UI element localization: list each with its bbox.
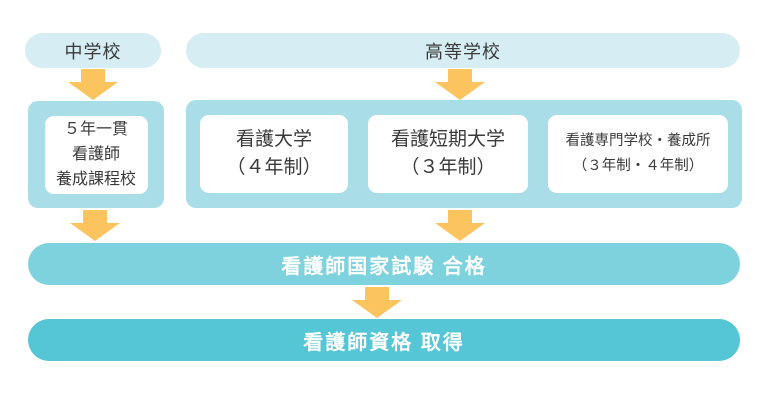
down-arrow-exam-to-license: [352, 287, 402, 318]
down-arrow-high-school-to-schools: [435, 69, 485, 100]
five-year-track-container: ５年一貫 看護師 養成課程校: [28, 101, 164, 208]
five-year-school-box: ５年一貫 看護師 養成課程校: [44, 115, 148, 194]
nursing-junior-college-line-1: 看護短期大学: [390, 129, 505, 150]
nursing-university-box: 看護大学 （４年制）: [200, 115, 348, 193]
nursing-university-line-2: （４年制）: [226, 157, 322, 178]
junior-high-pill: 中学校: [25, 33, 161, 68]
nurse-license-acquired-label: 看護師資格 取得: [303, 331, 465, 354]
national-exam-pass-label: 看護師国家試験 合格: [281, 255, 487, 278]
down-arrow-junior-high-to-five-year: [68, 69, 118, 100]
nurse-license-acquired-bar: 看護師資格 取得: [28, 319, 740, 361]
five-year-line-1: ５年一貫: [63, 121, 128, 138]
nursing-junior-college-line-2: （３年制）: [400, 157, 496, 178]
nursing-vocational-school-box: 看護専門学校・養成所 （３年制・４年制）: [548, 115, 728, 193]
high-school-label: 高等学校: [425, 41, 501, 62]
nursing-university-line-1: 看護大学: [235, 129, 312, 150]
down-arrow-schools-to-exam: [435, 210, 485, 241]
nursing-vocational-line-1: 看護専門学校・養成所: [565, 133, 711, 149]
high-school-track-container: 看護大学 （４年制） 看護短期大学 （３年制） 看護専門学校・養成所 （３年制・…: [186, 100, 742, 208]
nursing-junior-college-box: 看護短期大学 （３年制）: [368, 115, 528, 193]
five-year-line-2: 看護師: [71, 146, 120, 163]
junior-high-label: 中学校: [64, 41, 122, 62]
high-school-pill: 高等学校: [186, 33, 740, 68]
nursing-vocational-line-2: （３年制・４年制）: [572, 158, 704, 174]
five-year-line-3: 養成課程校: [55, 171, 136, 188]
down-arrow-five-year-to-exam: [70, 210, 120, 241]
national-exam-pass-bar: 看護師国家試験 合格: [28, 243, 740, 285]
